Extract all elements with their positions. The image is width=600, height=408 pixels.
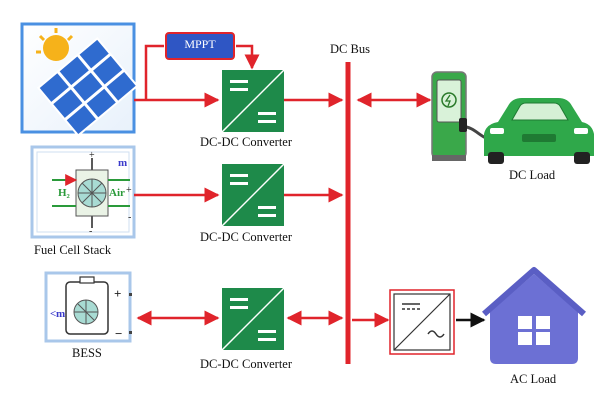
svg-text:<: < (50, 308, 56, 320)
mppt-label: MPPT (184, 37, 216, 51)
plus-terminal: + (126, 185, 132, 196)
converter-1-label: DC-DC Converter (200, 135, 292, 149)
dc-dc-converter-3 (221, 287, 285, 351)
ac-load-label: AC Load (510, 372, 557, 386)
svg-text:+: + (89, 150, 95, 161)
electric-car-icon (484, 98, 594, 164)
hydrogen-label: H₂ (58, 187, 71, 199)
solar-panel-icon (20, 22, 139, 137)
dc-load-label: DC Load (509, 168, 556, 182)
bess-label: BESS (72, 346, 102, 360)
bess-mass-port: m (56, 308, 65, 320)
connection-lines (134, 44, 432, 328)
minus-terminal: - (128, 212, 131, 223)
dc-dc-converter-1 (221, 69, 285, 133)
mass-port-label: m (118, 157, 127, 169)
inverter-icon (389, 289, 455, 355)
battery-icon: < m + − (44, 271, 132, 343)
fuel-cell-icon: + - H₂ Air m + - (30, 145, 136, 239)
dc-bus-label: DC Bus (330, 42, 370, 56)
bess-minus: − (115, 326, 122, 341)
air-label: Air (109, 187, 125, 199)
ev-charger-icon (431, 71, 497, 161)
bess-plus: + (114, 286, 121, 301)
fuel-cell-label: Fuel Cell Stack (34, 243, 112, 257)
converter-3-label: DC-DC Converter (200, 357, 292, 371)
dc-dc-converter-2 (221, 163, 285, 227)
house-icon (482, 267, 586, 364)
mppt-box (165, 32, 235, 60)
converter-2-label: DC-DC Converter (200, 230, 292, 244)
svg-text:-: - (89, 226, 92, 237)
